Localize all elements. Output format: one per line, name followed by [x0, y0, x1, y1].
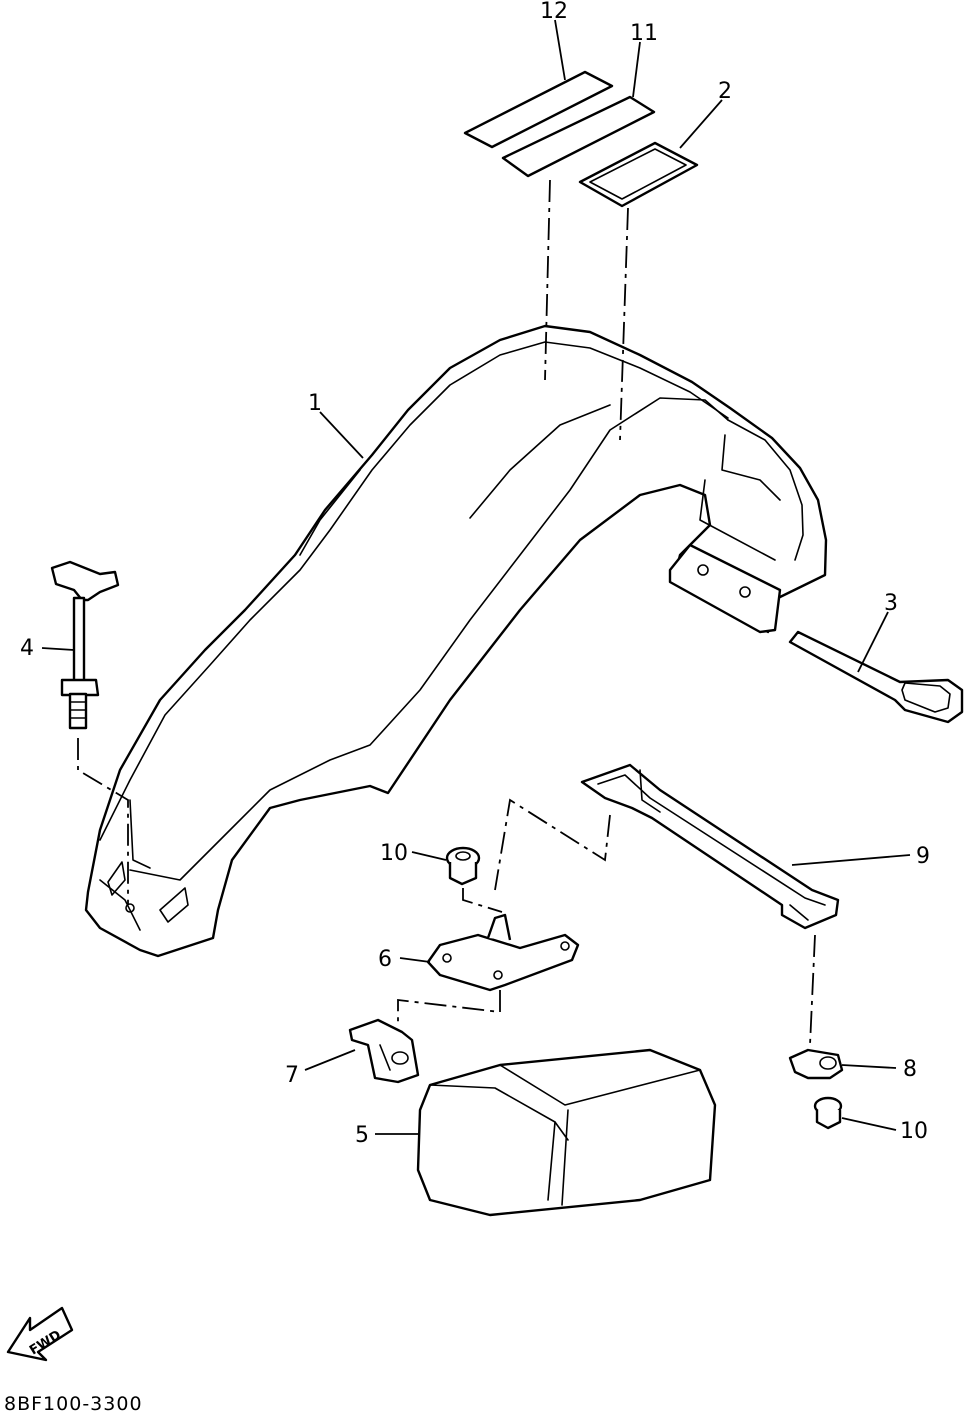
label-1: 1	[308, 391, 322, 416]
label-5: 5	[355, 1123, 369, 1148]
label-9: 9	[916, 844, 930, 869]
clip-8	[788, 1048, 844, 1080]
label-10-lower: 10	[900, 1119, 928, 1144]
strap-rod	[788, 630, 964, 724]
label-3: 3	[884, 591, 898, 616]
label-4: 4	[20, 636, 34, 661]
decal-2	[578, 141, 699, 208]
label-12: 12	[540, 0, 568, 24]
decal-12	[463, 70, 614, 149]
drawing-code: 8BF100-3300	[4, 1393, 143, 1414]
alignment-line	[462, 888, 503, 913]
label-10-upper: 10	[380, 841, 408, 866]
decal-11	[501, 95, 656, 178]
label-7: 7	[285, 1063, 299, 1088]
alignment-line	[494, 798, 611, 891]
bolt-10-lower	[813, 1096, 843, 1130]
alignment-line	[619, 207, 629, 441]
alignment-line	[809, 934, 816, 1046]
label-8: 8	[903, 1057, 917, 1082]
alignment-line	[77, 738, 129, 905]
alignment-line	[544, 179, 551, 381]
leader-lines	[41, 19, 911, 1135]
label-2: 2	[718, 79, 732, 104]
small-bracket	[348, 1018, 420, 1084]
fwd-arrow-icon: FWD	[6, 1306, 74, 1362]
label-6: 6	[378, 947, 392, 972]
mounting-plate	[426, 913, 580, 992]
wing-bolt	[50, 560, 120, 730]
battery-box	[416, 1048, 717, 1217]
mudguard	[84, 324, 828, 958]
battery-band	[580, 763, 840, 930]
alignment-line	[397, 990, 501, 1022]
label-11: 11	[630, 21, 658, 46]
bolt-10-upper	[445, 846, 481, 886]
part-labels: 12 11 2 1 3 4 10 9 6 7 5 8 10	[20, 0, 930, 1148]
